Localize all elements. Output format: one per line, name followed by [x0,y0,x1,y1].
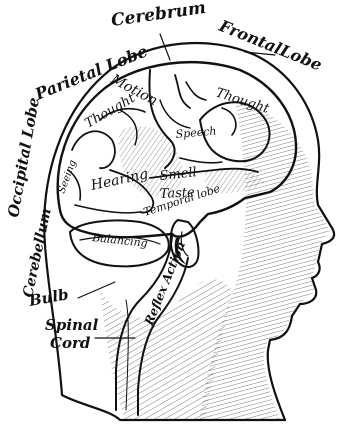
label-hearing: Hearing [89,166,150,194]
label-speech: Speech [175,124,217,141]
label-spinal: Spinal [45,316,99,334]
label-cerebellum: Cerebellum [20,207,55,299]
label-frontal-lobe: FrontalLobe [216,16,325,75]
label-thought-right: Thought [214,86,272,118]
label-seeing: Seeing [56,159,78,195]
label-thought-left: Thought [83,91,139,132]
label-reflex-action: Reflex Action [141,240,188,328]
label-smell: Smell [159,165,198,184]
label-occipital-lobe: Occipital Lobe [4,96,43,219]
label-cerebrum: Cerebrum [110,0,207,31]
label-balancing: Balancing [91,231,149,250]
label-cord: Cord [50,334,91,352]
